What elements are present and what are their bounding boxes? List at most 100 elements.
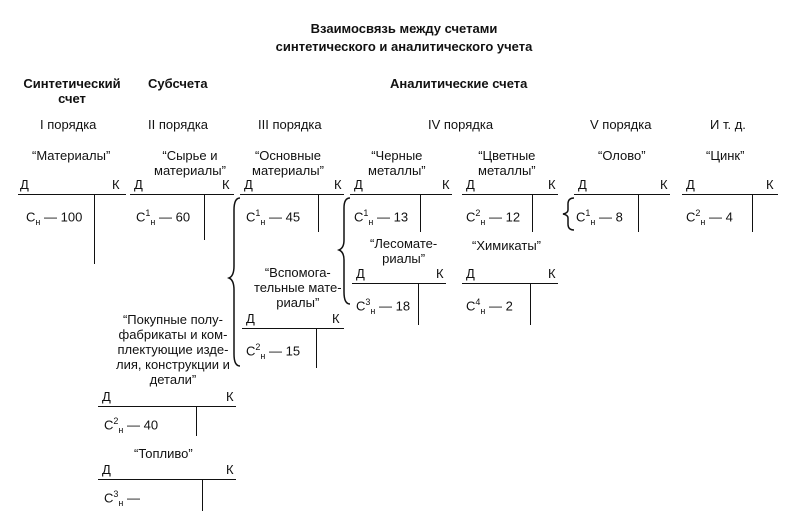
account-title-aux-line3: риалы” xyxy=(276,295,320,310)
account-title-color-metals: “Цветные металлы” xyxy=(478,148,536,178)
account-title-zinc: “Цинк” xyxy=(706,148,745,163)
debit-label: Д xyxy=(102,389,111,404)
t-account-divider xyxy=(204,194,205,240)
t-account-bar xyxy=(352,283,446,284)
t-account-bar xyxy=(240,194,344,195)
account-title-color-line2: металлы” xyxy=(478,163,536,178)
level-5-label: V порядка xyxy=(590,117,652,132)
t-account-bar xyxy=(462,283,558,284)
t-account-divider xyxy=(418,283,419,325)
level-2-label: II порядка xyxy=(148,117,209,132)
brace-black-timber xyxy=(336,197,351,305)
account-title-black-line1: “Черные xyxy=(371,148,423,163)
t-account-divider xyxy=(202,479,203,511)
debit-label: Д xyxy=(354,177,363,192)
debit-label: Д xyxy=(686,177,695,192)
t-account-divider xyxy=(532,194,533,232)
entry-auxiliary: С2н — 15 xyxy=(246,342,301,361)
credit-label: К xyxy=(548,266,556,281)
credit-label: К xyxy=(332,311,340,326)
account-title-timber-line2: риалы” xyxy=(382,251,426,266)
t-account-bar xyxy=(462,194,558,195)
account-title-semi-line3: плектующие изде- xyxy=(117,342,229,357)
account-title-aux-line1: “Вспомога- xyxy=(264,265,331,280)
debit-label: Д xyxy=(246,311,255,326)
header-synthetic-line2: счет xyxy=(58,91,86,106)
entry-color-metals: С2н — 12 xyxy=(466,208,521,227)
entry-tin: С1н — 8 xyxy=(576,208,623,227)
debit-label: Д xyxy=(102,462,111,477)
debit-label: Д xyxy=(244,177,253,192)
entry-zinc: С2н — 4 xyxy=(686,208,733,227)
header-analytic: Аналитические счета xyxy=(390,76,528,91)
debit-label: Д xyxy=(134,177,143,192)
account-title-timber: “Лесомате- риалы” xyxy=(370,236,437,266)
debit-label: Д xyxy=(578,177,587,192)
level-1-label: I порядка xyxy=(40,117,97,132)
debit-label: Д xyxy=(466,266,475,281)
credit-label: К xyxy=(112,177,120,192)
entry-raw: С1н — 60 xyxy=(136,208,191,227)
entry-materials: Сн — 100 xyxy=(26,209,83,227)
account-title-semi-line4: лия, конструкции и xyxy=(116,357,230,372)
account-title-raw-line2: материалы” xyxy=(154,163,226,178)
credit-label: К xyxy=(334,177,342,192)
credit-label: К xyxy=(548,177,556,192)
t-account-bar xyxy=(682,194,778,195)
credit-label: К xyxy=(766,177,774,192)
level-4-label: IV порядка xyxy=(428,117,494,132)
t-account-divider xyxy=(316,328,317,368)
diagram-title-line1: Взаимосвязь между счетами xyxy=(310,21,498,36)
header-synthetic-line1: Синтетический xyxy=(23,76,121,91)
debit-label: Д xyxy=(20,177,29,192)
account-title-materials: “Материалы” xyxy=(32,148,111,163)
account-title-aux-line2: тельные мате- xyxy=(254,280,342,295)
entry-fuel: С3н — xyxy=(104,489,141,508)
account-title-black-metals: “Черные металлы” xyxy=(368,148,426,178)
diagram-title-line2: синтетического и аналитического учета xyxy=(275,39,533,54)
credit-label: К xyxy=(222,177,230,192)
debit-label: Д xyxy=(466,177,475,192)
entry-black-metals: С1н — 13 xyxy=(354,208,409,227)
account-title-basic-line2: материалы” xyxy=(252,163,324,178)
level-3-label: III порядка xyxy=(258,117,322,132)
account-title-color-line1: “Цветные xyxy=(478,148,536,163)
t-account-bar xyxy=(18,194,126,195)
header-subaccounts: Субсчета xyxy=(148,76,208,91)
credit-label: К xyxy=(442,177,450,192)
account-title-basic-line1: “Основные xyxy=(254,148,321,163)
account-title-basic: “Основные материалы” xyxy=(252,148,324,178)
account-title-tin: “Олово” xyxy=(598,148,646,163)
account-title-semi-finished: “Покупные полу- фабрикаты и ком- плектую… xyxy=(116,312,230,387)
t-account-divider xyxy=(420,194,421,232)
t-account-divider xyxy=(318,194,319,232)
t-account-bar xyxy=(350,194,452,195)
entry-timber: С3н — 18 xyxy=(356,297,411,316)
credit-label: К xyxy=(226,389,234,404)
account-title-fuel: “Топливо” xyxy=(134,446,193,461)
t-account-divider xyxy=(94,194,95,264)
level-6-label: И т. д. xyxy=(710,117,746,132)
account-title-semi-line2: фабрикаты и ком- xyxy=(118,327,228,342)
entry-semi-finished: С2н — 40 xyxy=(104,416,159,435)
t-account-bar xyxy=(242,328,344,329)
account-title-semi-line1: “Покупные полу- xyxy=(122,312,223,327)
account-title-black-line2: металлы” xyxy=(368,163,426,178)
t-account-divider xyxy=(196,406,197,436)
account-title-raw-line1: “Сырье и xyxy=(162,148,218,163)
debit-label: Д xyxy=(356,266,365,281)
account-title-chemicals: “Химикаты” xyxy=(472,238,542,253)
account-title-semi-line5: детали” xyxy=(149,372,197,387)
t-account-divider xyxy=(638,194,639,232)
header-synthetic: Синтетический счет xyxy=(18,76,126,106)
entry-chemicals: С4н — 2 xyxy=(466,297,513,316)
credit-label: К xyxy=(226,462,234,477)
t-account-bar xyxy=(574,194,670,195)
account-title-timber-line1: “Лесомате- xyxy=(370,236,438,251)
credit-label: К xyxy=(660,177,668,192)
credit-label: К xyxy=(436,266,444,281)
account-title-auxiliary: “Вспомога- тельные мате- риалы” xyxy=(254,265,342,310)
entry-basic: С1н — 45 xyxy=(246,208,301,227)
brace-basic-auxiliary xyxy=(226,197,241,367)
t-account-bar xyxy=(98,479,236,480)
